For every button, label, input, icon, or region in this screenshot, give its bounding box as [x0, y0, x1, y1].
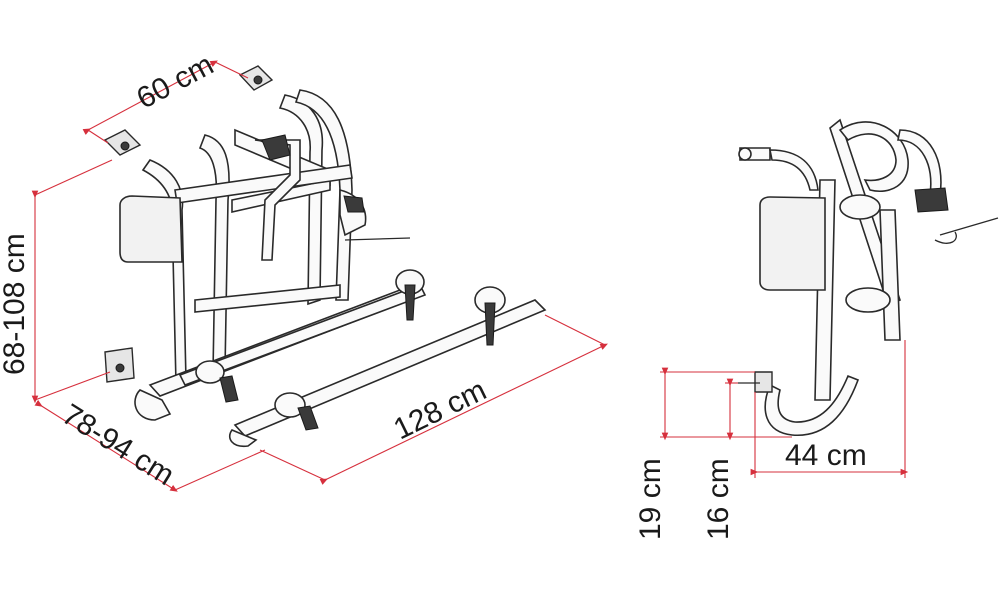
dimension-19cm: 19 cm — [634, 367, 792, 540]
side-frame — [814, 118, 901, 401]
top-mount-plate-right — [238, 65, 274, 91]
wheel-strap-3 — [195, 360, 239, 403]
side-hook — [339, 188, 411, 241]
side-license-board — [759, 196, 826, 291]
dimension-16cm: 16 cm — [702, 378, 738, 540]
wheel-rail-mid — [178, 283, 427, 387]
dimension-60cm: 60 cm — [82, 48, 249, 144]
side-bottom-hook — [738, 371, 860, 436]
side-wheel-cylinder — [839, 194, 891, 313]
height-label: 68-108 cm — [0, 233, 31, 375]
offset-16-label: 16 cm — [702, 458, 735, 540]
license-plate-board — [119, 195, 183, 263]
side-clamp-hoop — [838, 121, 999, 244]
bike-clamp-arm — [254, 134, 301, 261]
projection-label: 44 cm — [785, 439, 867, 472]
width-label: 60 cm — [131, 48, 219, 115]
wheel-strap-1 — [395, 269, 425, 321]
wheel-rail-rear — [228, 299, 547, 448]
offset-19-label: 19 cm — [634, 458, 667, 540]
dimension-68-108cm: 68-108 cm — [0, 159, 113, 404]
top-bracket — [738, 147, 819, 191]
top-mount-plate-left — [103, 129, 142, 156]
bottom-mount-plate — [104, 347, 135, 383]
length-label: 128 cm — [389, 373, 492, 446]
rack-isometric-view — [103, 65, 547, 448]
wheel-strap-4 — [274, 392, 319, 431]
rack-side-view — [738, 118, 999, 436]
dimension-44cm: 44 cm — [750, 340, 909, 478]
wheel-strap-2 — [474, 286, 506, 346]
